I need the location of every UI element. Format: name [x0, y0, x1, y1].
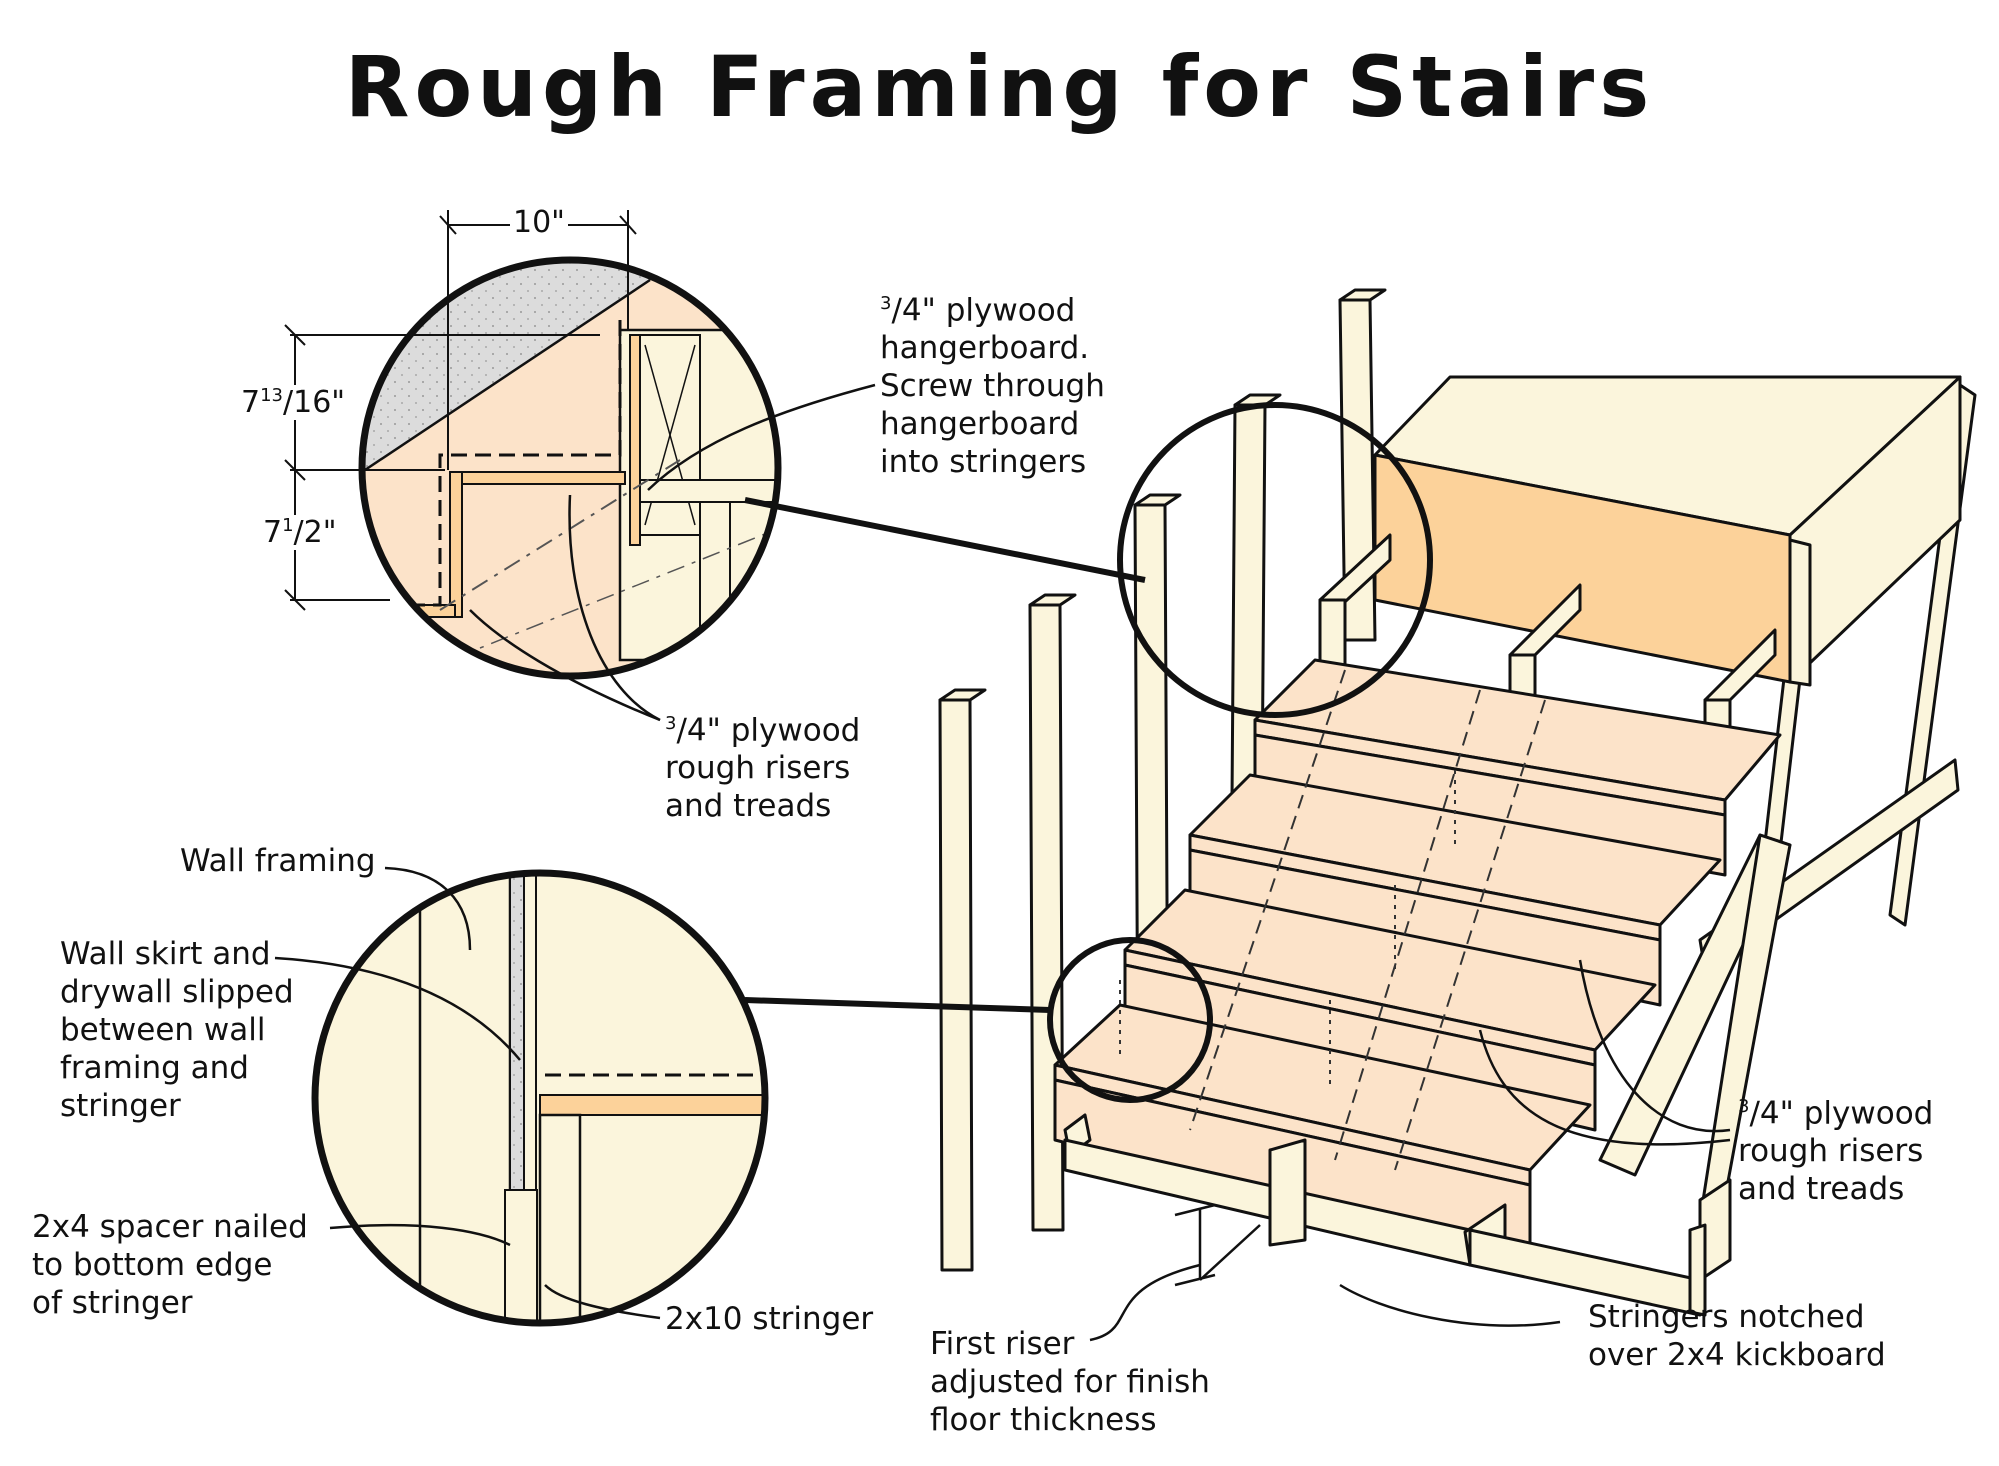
label-hangerboard: 3/4" plywood hangerboard. Screw through … [880, 292, 1105, 481]
label-wall-skirt: Wall skirt and drywall slipped between w… [60, 936, 294, 1124]
label-stringer: 2x10 stringer [665, 1301, 874, 1337]
bottom-callout-line [744, 997, 1051, 1013]
label-first-riser: First riser adjusted for finish floor th… [930, 1326, 1210, 1438]
drywall-section [509, 873, 525, 1191]
top-callout-line [744, 497, 1146, 583]
post-1 [938, 698, 974, 1272]
stringer-section [538, 1113, 582, 1323]
tread-dashed-lines [1189, 669, 1546, 1171]
label-spacer: 2x4 spacer nailed to bottom edge of stri… [32, 1209, 308, 1321]
bottom-detail [274, 866, 1213, 1327]
label-risers-main: 3/4" plywood rough risers and treads [1738, 1095, 1934, 1208]
dimension-upper-rise: 713/16" [238, 385, 349, 420]
top-detail [284, 210, 1433, 722]
spacer-section [504, 1189, 538, 1323]
landing-platform [1373, 375, 1962, 687]
bottom-callout-circle [1047, 937, 1213, 1103]
top-dimension-lines [284, 210, 637, 611]
label-kickboard: Stringers notched over 2x4 kickboard [1588, 1299, 1886, 1373]
right-stringer [1598, 833, 1792, 1227]
page-title: Rough Framing for Stairs [344, 38, 1655, 136]
tread-section [539, 1094, 765, 1116]
main-leader-lines [1089, 959, 1731, 1342]
top-leader-lines [469, 383, 876, 722]
top-callout-circle [1117, 402, 1433, 718]
main-stair-assembly [938, 288, 1977, 1317]
label-wall-framing: Wall framing [180, 843, 376, 879]
top-detail-circle [358, 256, 782, 680]
dimension-tread-width: 10" [510, 205, 568, 240]
wall-stud-section [418, 873, 512, 1323]
hangerboard-section [629, 334, 641, 546]
first-riser-dimension [1174, 1203, 1261, 1287]
bottom-detail-circle [311, 869, 769, 1327]
wall-skirt-section [523, 873, 537, 1191]
label-risers-detail: 3/4" plywood rough risers and treads [665, 712, 861, 825]
bottom-leader-lines [274, 866, 661, 1320]
kickboard [1063, 1113, 1732, 1317]
dimension-lower-rise: 71/2" [260, 515, 340, 550]
screw-marks [1119, 770, 1456, 1090]
